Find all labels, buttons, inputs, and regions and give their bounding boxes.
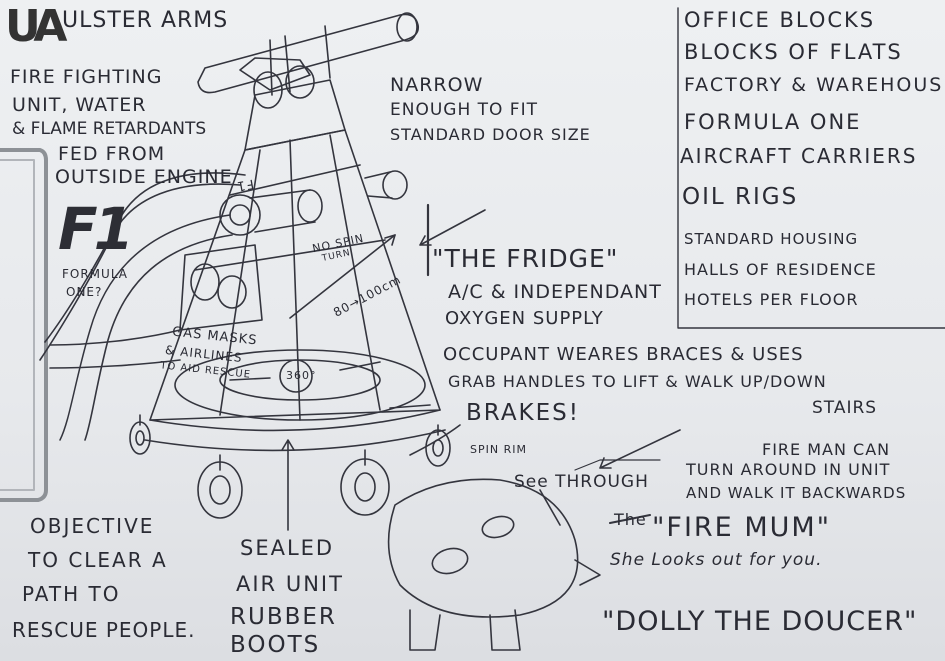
narrow-note-1: NARROW <box>390 74 484 96</box>
looks-out-note: She Looks out for you. <box>610 550 823 570</box>
formula-one-note-2: ONE? <box>66 285 103 299</box>
use-item: BLOCKS OF FLATS <box>684 40 903 64</box>
firemum-name: "FIRE MUM" <box>652 512 832 543</box>
clipboard-edge <box>0 148 48 502</box>
brand-name: ULSTER ARMS <box>62 8 229 33</box>
narrow-note-2: ENOUGH TO FIT <box>390 100 538 120</box>
boots-note-2: BOOTS <box>230 632 321 658</box>
formula-one-note-1: FORMULA <box>62 267 128 281</box>
hose <box>59 214 231 441</box>
ac-note-2: OXYGEN SUPPLY <box>445 308 604 329</box>
narrow-note-3: STANDARD DOOR SIZE <box>390 125 591 144</box>
note-line: PATH TO <box>22 582 121 606</box>
logo-letters: UA <box>5 1 67 52</box>
top-handle <box>197 13 420 94</box>
note-line: OUTSIDE ENGINE <box>55 166 233 188</box>
dome-helmet <box>387 478 579 618</box>
dial-label: 360° <box>286 369 317 382</box>
grab-ring <box>174 349 426 421</box>
brand-logo: UA <box>5 5 67 49</box>
use-item: OFFICE BLOCKS <box>684 8 876 32</box>
note-line: FIRE FIGHTING <box>10 66 163 88</box>
fireman-note-2: TURN AROUND IN UNIT <box>686 460 891 479</box>
fridge-name: "THE FRIDGE" <box>432 244 619 273</box>
dolly-name: "DOLLY THE DOUCER" <box>602 606 918 637</box>
sealed-note-1: SEALED <box>240 536 335 560</box>
uses-box <box>677 7 945 329</box>
note-line: & FLAME RETARDANTS <box>12 119 207 139</box>
see-through-label: See THROUGH <box>514 472 649 492</box>
use-item: FACTORY & WAREHOUSE <box>684 74 945 96</box>
ac-note-1: A/C & INDEPENDANT <box>448 281 662 303</box>
sealed-note-2: AIR UNIT <box>236 572 344 596</box>
f1-badge: F1 <box>234 175 255 194</box>
note-line: TO CLEAR A <box>28 548 168 572</box>
note-line: FED FROM <box>58 143 166 165</box>
use-item: FORMULA ONE <box>684 110 862 134</box>
use-item: HALLS OF RESIDENCE <box>684 260 877 279</box>
stairs-note: STAIRS <box>812 398 878 418</box>
struck-word: The <box>614 510 647 529</box>
use-item: AIRCRAFT CARRIERS <box>680 144 918 168</box>
boots-note-1: RUBBER <box>230 604 337 630</box>
brakes-note: BRAKES! <box>466 400 580 426</box>
note-line: RESCUE PEOPLE. <box>12 618 196 642</box>
use-item: OIL RIGS <box>682 184 799 210</box>
spin-rim-label: SPIN RIM <box>470 443 527 456</box>
note-line: OBJECTIVE <box>30 514 155 538</box>
occupant-note-1: OCCUPANT WEARES BRACES & USES <box>443 344 804 365</box>
use-item: HOTELS PER FLOOR <box>684 290 859 309</box>
occupant-note-2: GRAB HANDLES TO LIFT & WALK UP/DOWN <box>448 372 827 391</box>
fireman-note-1: FIRE MAN CAN <box>762 440 891 459</box>
note-line: UNIT, WATER <box>12 94 147 116</box>
fireman-note-3: AND WALK IT BACKWARDS <box>686 484 907 502</box>
use-item: STANDARD HOUSING <box>684 230 859 248</box>
f1-logo: F1 <box>58 195 134 263</box>
